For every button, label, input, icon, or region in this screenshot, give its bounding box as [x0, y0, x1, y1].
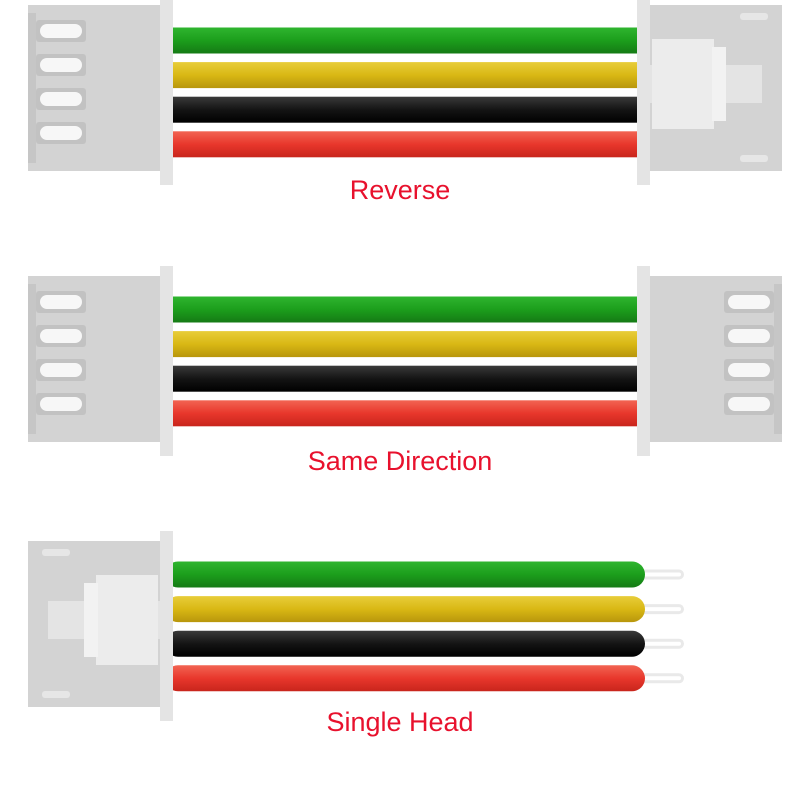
wire-black [165, 365, 645, 392]
caption-reverse: Reverse [349, 175, 451, 205]
wire-green [165, 27, 645, 54]
stripped-end-shine [641, 641, 681, 646]
caption-single-head: Single Head [326, 707, 474, 737]
pin [728, 295, 770, 309]
connector-right-latch [637, 0, 782, 185]
connector-left-latch [28, 531, 173, 721]
pin [40, 126, 82, 140]
latch-tab [712, 47, 726, 121]
connector-flange [637, 266, 650, 456]
wire-red [165, 665, 645, 692]
pin [40, 295, 82, 309]
connector-flange [160, 531, 173, 721]
wire-yellow [165, 62, 645, 89]
caption-same-direction: Same Direction [307, 446, 493, 476]
connector-edge [774, 284, 782, 434]
pin [40, 24, 82, 38]
pin [40, 329, 82, 343]
pin [728, 329, 770, 343]
stripped-end-shine [641, 607, 681, 612]
wire-red [165, 131, 645, 158]
connector-right-pins [637, 266, 782, 456]
connector-left-pins [28, 0, 173, 185]
latch-notch [42, 691, 70, 698]
wire-black [165, 96, 645, 123]
wire-green [165, 296, 645, 323]
wire-red [165, 400, 645, 427]
connector-edge [28, 284, 36, 434]
wire-green [165, 561, 645, 588]
latch-notch [42, 549, 70, 556]
latch-tab [84, 583, 98, 657]
latch-block [652, 39, 714, 129]
pin [728, 397, 770, 411]
connector-flange [160, 0, 173, 185]
pin [40, 363, 82, 377]
latch-notch [740, 155, 768, 162]
connector-left-pins [28, 266, 173, 456]
stripped-end-shine [641, 572, 681, 577]
connector-edge [28, 13, 36, 163]
pin [40, 397, 82, 411]
wire-yellow [165, 331, 645, 358]
stripped-end-shine [641, 676, 681, 681]
connector-flange [637, 0, 650, 185]
wire-yellow [165, 596, 645, 623]
pin [40, 58, 82, 72]
connector-flange [160, 266, 173, 456]
latch-notch [740, 13, 768, 20]
wire-black [165, 630, 645, 657]
latch-block [96, 575, 158, 665]
pin [728, 363, 770, 377]
pin [40, 92, 82, 106]
